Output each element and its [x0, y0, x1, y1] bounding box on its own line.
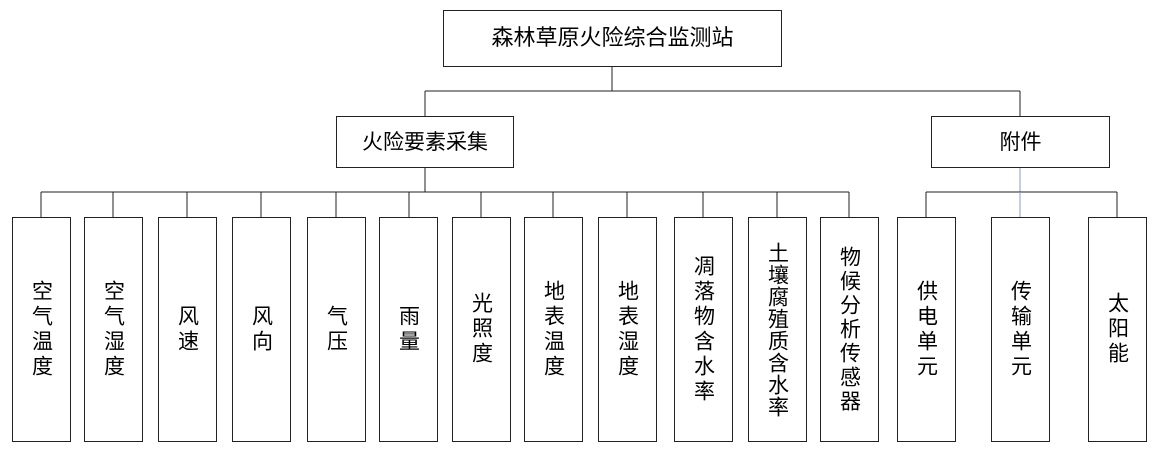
leaf-node: 地表湿度: [598, 217, 657, 442]
group-node-fire-factors: 火险要素采集: [336, 116, 514, 168]
leaf-label: 地表温度: [541, 279, 566, 380]
leaf-label: 传输单元: [1008, 279, 1033, 380]
leaf-label: 空气温度: [29, 279, 54, 380]
leaf-node: 地表温度: [524, 217, 583, 442]
leaf-node: 太阳能: [1088, 217, 1147, 442]
leaf-label: 光照度: [469, 292, 494, 367]
leaf-node: 空气温度: [12, 217, 71, 442]
leaf-node: 风速: [158, 217, 217, 442]
leaf-label: 土壤腐殖质含水率: [765, 241, 790, 418]
root-node: 森林草原火险综合监测站: [443, 10, 782, 67]
group-label: 附件: [999, 129, 1042, 154]
leaf-label: 气压: [324, 304, 349, 355]
leaf-label: 雨量: [396, 304, 421, 355]
leaf-node: 风向: [232, 217, 291, 442]
leaf-label: 风向: [249, 304, 274, 355]
leaf-label: 物候分析传感器: [837, 245, 862, 414]
leaf-node: 光照度: [452, 217, 511, 442]
leaf-label: 空气湿度: [101, 279, 126, 380]
leaf-node: 凋落物含水率: [674, 217, 733, 442]
leaf-node: 传输单元: [991, 217, 1050, 442]
leaf-node: 气压: [307, 217, 366, 442]
root-label: 森林草原火险综合监测站: [491, 25, 734, 51]
leaf-label: 凋落物含水率: [691, 254, 716, 405]
group-node-accessories: 附件: [931, 116, 1110, 168]
leaf-label: 地表湿度: [615, 279, 640, 380]
leaf-node: 空气湿度: [84, 217, 143, 442]
leaf-label: 供电单元: [914, 279, 939, 380]
group-label: 火险要素采集: [362, 129, 488, 154]
leaf-label: 太阳能: [1105, 292, 1130, 367]
leaf-node: 供电单元: [897, 217, 956, 442]
leaf-node: 物候分析传感器: [820, 217, 879, 442]
leaf-label: 风速: [175, 304, 200, 355]
leaf-node: 雨量: [379, 217, 438, 442]
leaf-node: 土壤腐殖质含水率: [748, 217, 807, 442]
